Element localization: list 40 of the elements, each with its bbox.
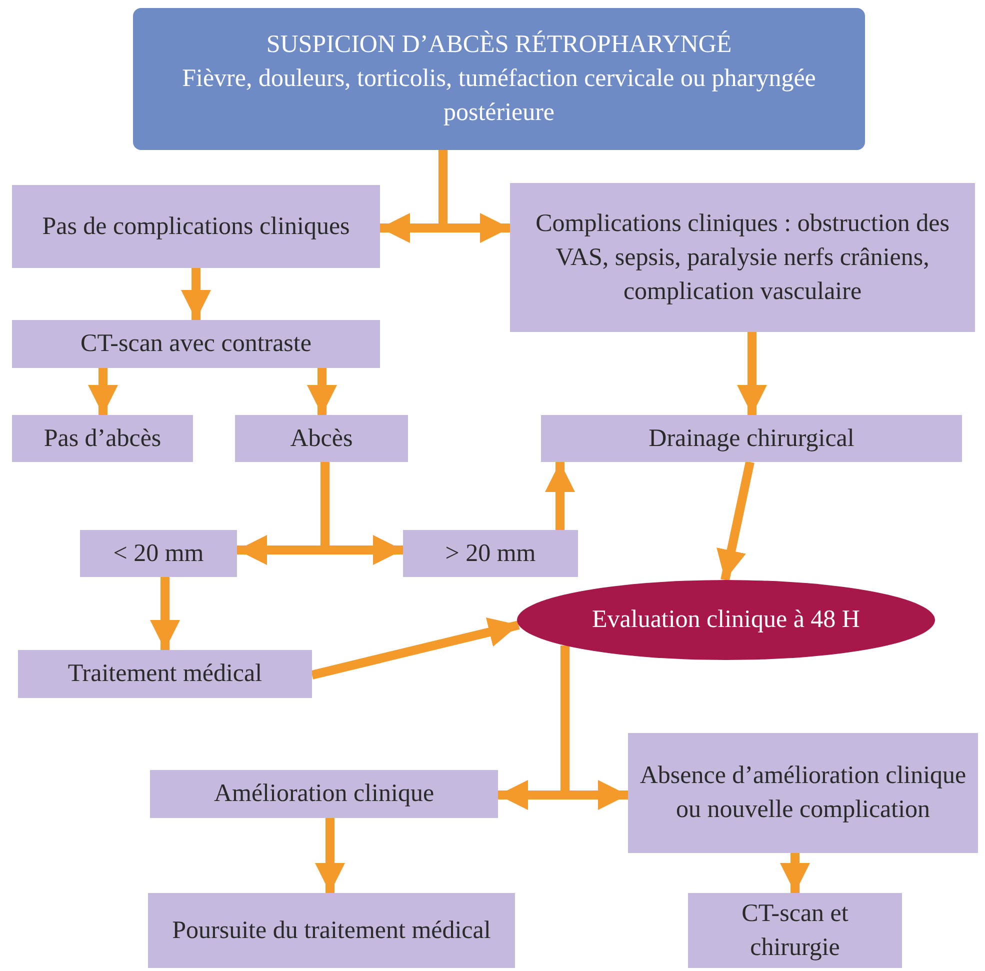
node-label: Pas d’abcès [44,424,162,454]
node-label: Drainage chirurgical [648,424,854,454]
node-label: Fièvre, douleurs, torticolis, tuméfaction cervicale ou pharyngée postérieure [181,64,817,128]
process-box [510,183,975,332]
process-box [628,733,978,853]
arrow [545,462,575,530]
node-label: Evaluation clinique à 48 H [592,605,860,635]
node-label: Amélioration clinique [214,779,434,809]
arrow [780,853,810,893]
process-box [541,415,962,462]
arrow [716,461,754,581]
process-box [148,893,515,968]
node-label: > 20 mm [445,538,536,568]
node-label: Complications cliniques : obstruction des VAS, sepsis, paralysie nerfs crâniens, complication vasculaire [534,208,950,306]
node-label: Poursuite du traitement médical [172,916,491,946]
process-box [403,530,578,577]
process-box [12,185,380,268]
process-box [688,893,902,968]
arrow [737,332,767,415]
node-label: Pas de complications cliniques [42,212,350,242]
process-box [235,415,408,462]
arrow [315,818,345,893]
node-label: Traitement médical [68,659,262,689]
process-box [18,650,312,698]
node-label: CT-scan et chirurgie [740,898,850,962]
title-text: SUSPICION D’ABCÈS RÉTROPHARYNGÉ [266,30,732,60]
arrow [310,617,520,680]
header-box [133,8,865,150]
arrow [181,268,211,320]
node-label: Absence d’amélioration clinique ou nouvelle complication [638,761,968,825]
process-box [80,530,237,577]
node-label: CT-scan avec contraste [80,329,312,359]
process-box [150,770,498,818]
node-label: Abcès [290,424,353,454]
node-label: < 20 mm [113,538,204,568]
process-box [12,415,193,462]
arrow [88,368,118,415]
process-box [12,320,380,368]
arrow [307,368,337,415]
arrow [150,577,180,650]
